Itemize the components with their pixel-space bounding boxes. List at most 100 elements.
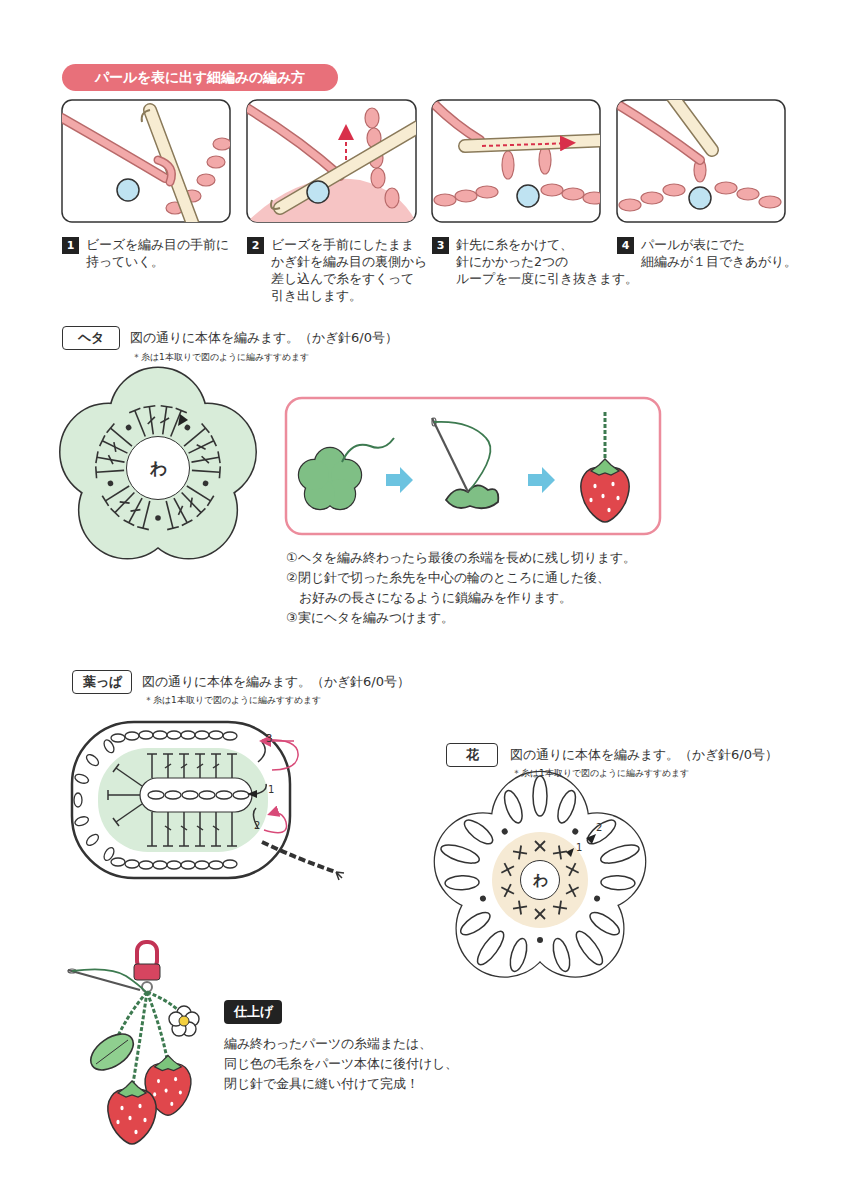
step-illustration [759,196,781,208]
flower-chart [435,772,645,977]
stitch-symbol [533,776,547,816]
step-illustration [280,120,416,208]
leaf-chart [231,754,233,778]
stitch-symbol [501,863,514,876]
step-box [617,100,785,222]
leaf-chart [113,818,119,826]
stitch-symbol [445,875,479,890]
stitch-symbol [479,895,487,903]
step-text: ビーズを手前にしたまま かぎ針を編み目の裏側から 差し込んで糸をすくって 引き出… [271,236,431,304]
section-tag: ヘタ [62,326,120,350]
stitch-symbol [513,846,527,860]
section-tag: 仕上げ [224,1000,282,1024]
step-illustration [672,100,712,150]
finish-illustration [72,969,146,992]
leaf-chart [216,791,232,799]
process-illustration [299,448,361,509]
leaf-chart [148,791,164,799]
finish-illustration [147,992,168,1064]
instruction-text: ①ヘタを編み終わったら最後の糸端を長めに残し切ります。 [286,548,726,568]
leaf-chart [197,764,203,768]
start-marker [566,848,574,857]
leaf-chart [195,861,209,869]
leaf-chart [167,731,181,739]
leaf-chart [139,861,153,869]
title-pill-text: パールを表に出す細編みの編み方 [95,69,305,87]
title-pill: パールを表に出す細編みの編み方 [62,64,338,91]
flower-chart [435,772,645,977]
leaf-chart [227,845,237,847]
process-illustration [432,418,468,492]
leaf-chart [125,860,139,868]
stitch-symbol [160,500,178,530]
stitch-symbol [439,841,481,867]
step-illustration [142,110,150,122]
leaf-chart [195,731,209,739]
step-illustration [117,179,139,201]
leaf-chart [98,748,268,852]
finish-illustration [147,992,180,1012]
step-badge: 2 [247,237,264,254]
step-illustration [158,160,172,182]
step-illustration [476,186,498,198]
step-illustration [663,184,685,196]
stitch-symbol [157,406,173,435]
step-illustration [465,140,600,146]
leaf-chart [182,791,198,799]
process-illustration [286,398,660,534]
heta-chart [61,368,256,558]
stitch-symbol [180,424,209,451]
stitch-symbol [137,500,155,530]
leaf-chart [163,753,173,755]
leaf-chart [209,731,223,739]
step-illustration [280,120,416,208]
leaf-chart [85,753,101,768]
row-number: 2 [254,820,266,832]
leaf-chart [113,764,119,772]
stitch-symbol [155,515,161,521]
step-illustration [502,151,514,179]
step-badge-text: 1 [67,239,75,252]
stitch-symbol [599,841,641,867]
leaf-chart [181,764,187,768]
leaf-chart [74,815,90,827]
heta-chart [61,368,256,558]
stitch-symbol [125,424,133,432]
step-badge-text: 2 [252,239,260,252]
magic-ring: わ [126,436,190,500]
leaf-chart [179,845,189,847]
stitch-symbol [190,451,220,468]
process-illustration [342,438,394,462]
stitch-symbol [96,451,126,468]
leaf-chart [148,791,249,799]
leaf-chart [165,764,171,768]
stitch-symbol [537,937,543,943]
leaf-chart [108,794,140,796]
stitch-symbol [457,908,493,939]
leaf-chart [74,731,237,869]
stitch-symbol [473,928,508,969]
step-illustration [672,100,712,150]
stitch-symbol [165,408,187,438]
leaf-chart [264,813,287,833]
leaf-chart [247,790,257,798]
step-illustration [207,156,225,168]
leaf-chart [195,753,205,755]
process-illustration [446,485,498,508]
leaf-chart [108,754,237,846]
stitch-symbol [96,464,125,478]
leaf-chart [197,826,203,830]
step-illustration [434,146,600,206]
stitch-symbol [553,901,567,915]
stitch-symbol [572,928,607,969]
stitch-symbol [553,846,567,860]
step-illustration [432,102,600,207]
leaf-chart [111,734,125,742]
section-tag: 花 [446,743,498,767]
step-illustration [365,108,379,128]
leaf-chart [233,791,249,799]
stitch-symbol [184,481,214,506]
stitch-symbol [554,788,579,825]
leaf-chart [102,846,116,862]
step-illustration [62,110,230,222]
